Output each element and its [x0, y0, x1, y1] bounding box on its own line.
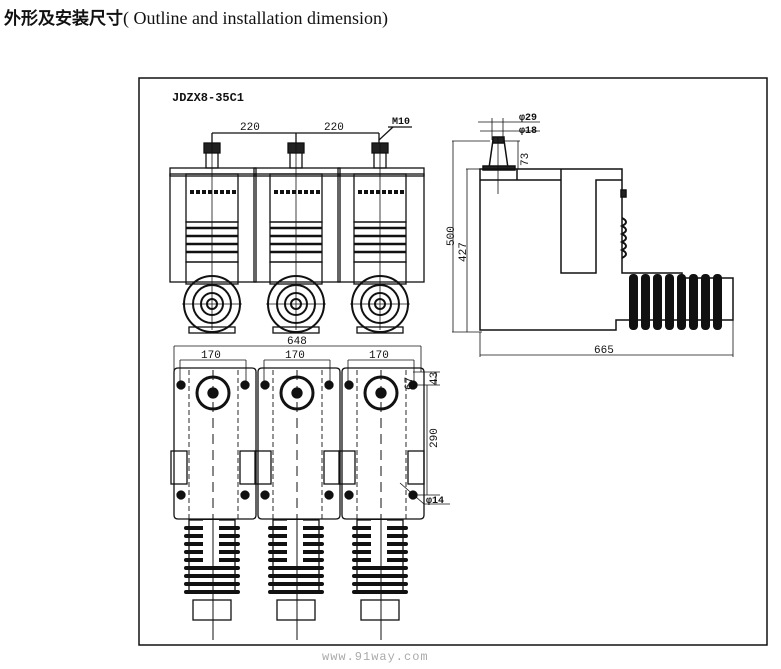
dim-hole-dia: φ14	[426, 496, 444, 507]
dim-dia-outer: φ29	[519, 113, 537, 124]
front-view	[169, 126, 426, 335]
front-unit-2	[252, 141, 342, 335]
dim-total-height: 500	[446, 226, 458, 246]
top-unit-1	[170, 359, 257, 640]
front-unit-3	[336, 141, 426, 335]
top-unit-bellows	[184, 519, 240, 640]
dim-hole-spacing-1: 170	[201, 350, 221, 362]
top-view	[170, 345, 450, 642]
drawing-frame	[138, 77, 768, 646]
dim-offset-b: 43	[429, 372, 441, 385]
dim-hole-pitch: 290	[429, 428, 441, 448]
dim-spacing-left: 220	[240, 122, 260, 134]
page-title: 外形及安装尺寸( Outline and installation dimens…	[4, 4, 388, 29]
dim-terminal-height: 73	[520, 153, 532, 166]
side-bellows	[629, 274, 722, 330]
thread-label: M10	[392, 117, 410, 128]
side-view	[452, 118, 734, 357]
title-cn: 外形及安装尺寸	[4, 9, 123, 29]
dim-hole-spacing-3: 170	[369, 350, 389, 362]
dim-offset-a: 67	[404, 377, 416, 390]
title-en: ( Outline and installation dimension)	[123, 8, 388, 28]
dim-spacing-right: 220	[324, 122, 344, 134]
top-unit-3	[337, 358, 426, 642]
top-unit-2	[253, 358, 342, 642]
dim-overall-width: 648	[287, 336, 307, 348]
dim-total-length: 665	[594, 345, 614, 357]
dim-hole-spacing-2: 170	[285, 350, 305, 362]
model-label: JDZX8-35C1	[172, 91, 244, 105]
dim-body-height: 427	[458, 242, 470, 262]
dim-dia-inner: φ18	[519, 126, 537, 137]
watermark: www.91way.com	[322, 650, 429, 664]
front-unit-1	[169, 142, 257, 334]
